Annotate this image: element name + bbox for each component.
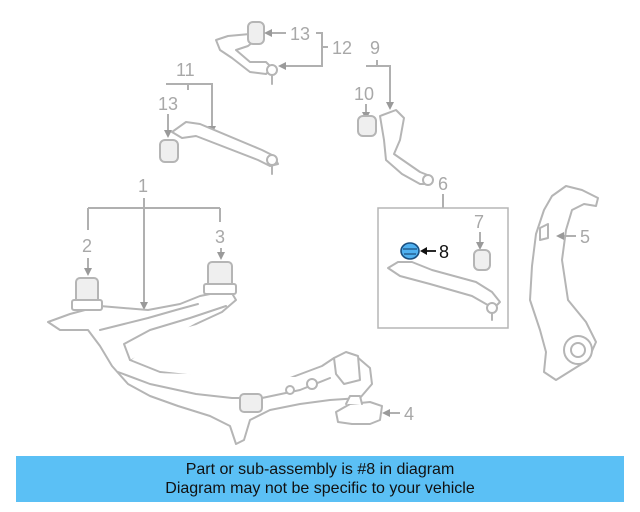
banner-line-1: Part or sub-assembly is #8 in diagram [185, 461, 455, 478]
leader-4 [382, 409, 400, 417]
bracket-9 [366, 60, 394, 110]
callout-13-top: 13 [290, 24, 310, 44]
bracket-12 [278, 32, 328, 70]
leader-2 [84, 258, 92, 276]
callout-9: 9 [370, 38, 380, 58]
bracket-part-4 [335, 395, 383, 425]
subframe-1 [47, 261, 373, 445]
leader-3 [217, 248, 225, 260]
callout-10: 10 [354, 84, 374, 104]
leader-5 [556, 232, 576, 240]
bracket-1 [87, 198, 221, 310]
banner-line-2: Diagram may not be specific to your vehi… [165, 480, 475, 497]
callout-4: 4 [404, 404, 414, 424]
lower-link-9 [357, 109, 434, 186]
callout-11: 11 [176, 60, 195, 80]
leader-13-left [164, 114, 172, 138]
callout-7: 7 [474, 212, 484, 232]
callout-3: 3 [215, 227, 225, 247]
callout-6: 6 [438, 174, 448, 194]
leader-13-top [264, 29, 286, 37]
lower-arm-6 [387, 261, 501, 321]
bushing-7 [473, 249, 491, 271]
callout-8: 8 [439, 242, 449, 262]
leader-7 [476, 232, 484, 250]
knuckle-5 [529, 185, 599, 381]
leader-8 [420, 247, 436, 255]
callout-5: 5 [580, 227, 590, 247]
callout-1: 1 [138, 176, 148, 196]
sub-assembly-6-box [377, 207, 509, 329]
upper-arm-12 [215, 21, 278, 85]
callout-2: 2 [82, 236, 92, 256]
upper-arm-11 [159, 121, 279, 175]
parts-diagram: 13 12 11 13 9 10 6 [47, 21, 599, 445]
callout-12: 12 [332, 38, 352, 58]
bushing-8-highlighted [400, 242, 420, 260]
callout-13-left: 13 [158, 94, 178, 114]
info-banner: Part or sub-assembly is #8 in diagram Di… [16, 456, 624, 502]
